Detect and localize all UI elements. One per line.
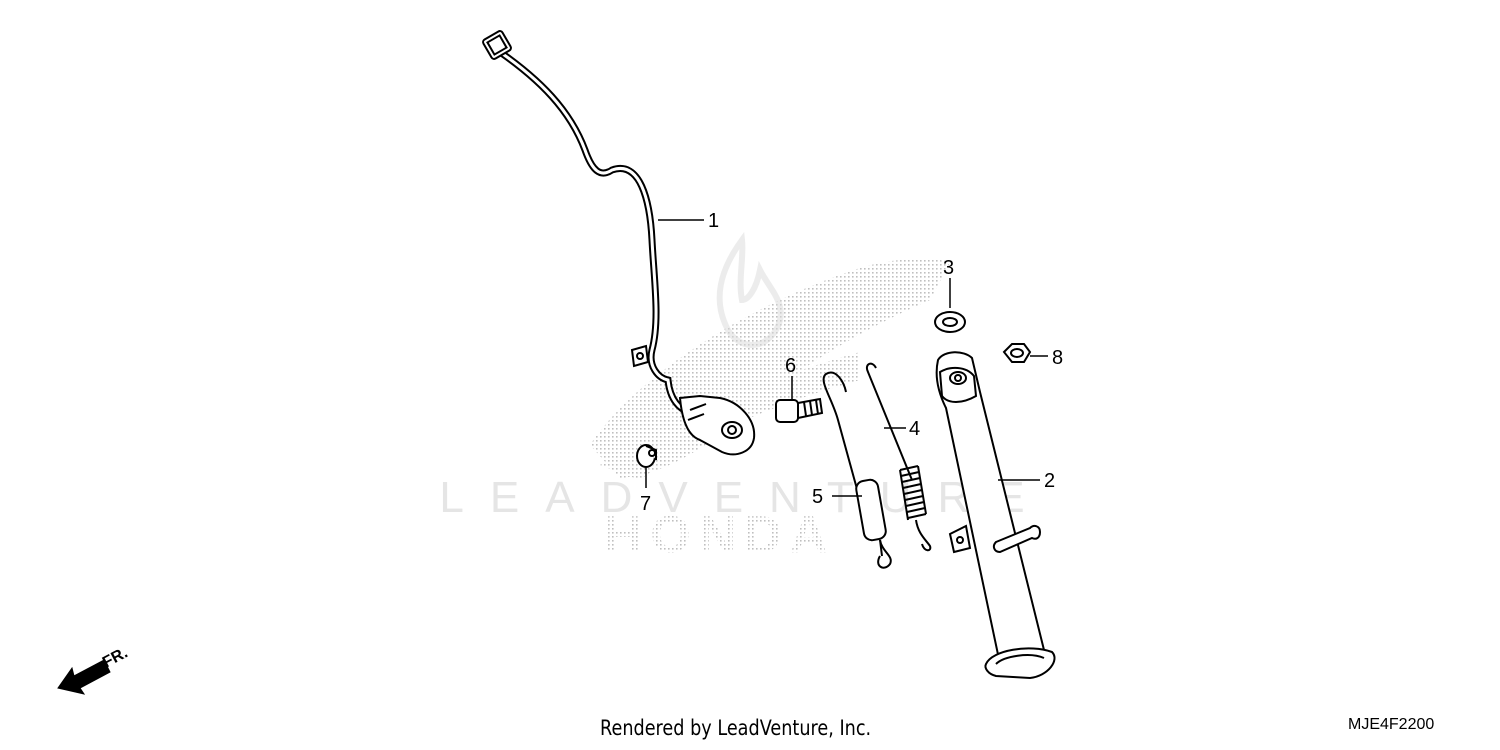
- part-2-side-stand: [935, 351, 1056, 680]
- callout-labels: 1 2 3 4 5 6 7 8: [640, 210, 1063, 515]
- diagram-code: MJE4F2200: [1348, 716, 1435, 733]
- part-6-bolt: [775, 397, 824, 423]
- flame-watermark: [716, 232, 784, 348]
- watermark-wordmark-bottom: HONDA: [605, 506, 836, 564]
- part-7-screw: [636, 444, 657, 468]
- callout-8: 8: [1052, 347, 1063, 369]
- watermark: LEADVENTURE HONDA: [439, 232, 1050, 564]
- stand-pin: [992, 524, 1042, 554]
- spring-coil-icon: [899, 465, 927, 521]
- rendered-by-credit: Rendered by LeadVenture, Inc.: [600, 716, 872, 740]
- callout-3: 3: [943, 257, 954, 279]
- leader-lines: [645, 219, 1048, 497]
- part-4-spring: [866, 362, 932, 552]
- part-8-nut: [1002, 343, 1032, 363]
- cable-clamp-icon: [630, 344, 650, 368]
- front-arrow-icon: [57, 659, 111, 695]
- callout-2: 2: [1044, 470, 1055, 492]
- part-5-spring: [822, 371, 892, 569]
- connector-icon: [482, 30, 512, 60]
- callout-7: 7: [640, 493, 651, 515]
- switch-body-icon: [678, 394, 756, 456]
- callout-1: 1: [708, 210, 719, 232]
- honda-wing-watermark: [590, 258, 950, 480]
- callout-4: 4: [909, 418, 920, 440]
- harness-cable: [496, 48, 694, 416]
- callout-5: 5: [812, 486, 823, 508]
- watermark-wordmark-top: LEADVENTURE: [439, 473, 1050, 522]
- part-1-side-stand-switch: [482, 30, 756, 456]
- callout-6: 6: [785, 355, 796, 377]
- front-direction-indicator: FR.: [57, 644, 131, 695]
- part-3-washer: [934, 311, 966, 333]
